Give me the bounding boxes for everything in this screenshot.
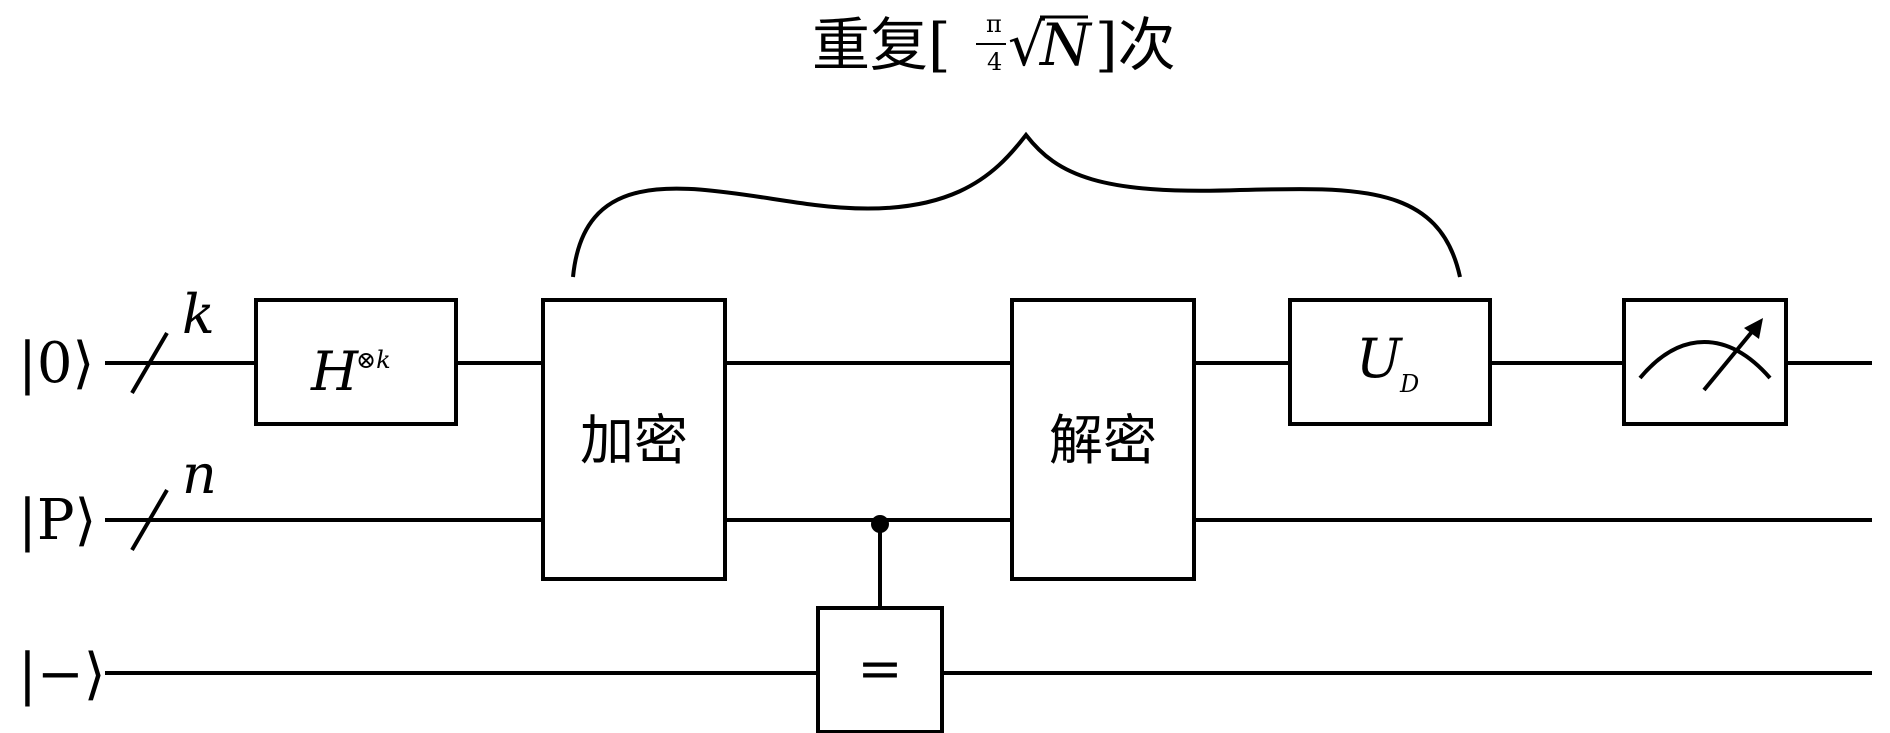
top-bus-count: k xyxy=(182,283,215,346)
equal-gate xyxy=(816,606,944,733)
middle-bus-count: n xyxy=(182,443,217,506)
equal-gate-label: = xyxy=(857,637,902,700)
repeat-brace xyxy=(571,131,1462,278)
input-minus-label: |−⟩ xyxy=(18,642,106,707)
hadamard-superscript: ⊗k xyxy=(356,346,391,374)
radical-argument: N xyxy=(1038,11,1093,79)
repeat-label-prefix: 重复[ xyxy=(812,11,951,79)
measurement-needle-icon xyxy=(1702,320,1762,392)
repeat-label-suffix: ]次 xyxy=(1095,11,1176,79)
measurement-arc-icon xyxy=(1638,340,1772,380)
measurement-arrowhead-icon xyxy=(1744,318,1763,339)
measurement-gate xyxy=(1622,298,1788,426)
fraction-denominator: 4 xyxy=(987,48,1002,76)
radical-symbol: √ xyxy=(1008,11,1045,79)
repeat-label: 重复[ π 4 √ N ]次 xyxy=(812,10,1176,79)
hadamard-gate xyxy=(254,298,458,426)
top-bus-slash xyxy=(130,331,169,395)
ud-gate xyxy=(1288,298,1492,426)
encrypt-gate-label: 加密 xyxy=(580,409,688,472)
decrypt-gate xyxy=(1010,298,1196,581)
hadamard-base: H xyxy=(310,340,359,403)
encrypt-gate xyxy=(541,298,727,581)
ud-subscript: D xyxy=(1399,370,1419,398)
input-p-label: |P⟩ xyxy=(18,488,96,553)
input-zero-label: |0⟩ xyxy=(18,331,94,396)
control-dot xyxy=(871,515,889,533)
middle-bus-slash xyxy=(130,488,169,552)
fraction-numerator: π xyxy=(986,10,1002,38)
decrypt-gate-label: 解密 xyxy=(1049,409,1157,472)
ud-base: U xyxy=(1356,327,1403,390)
